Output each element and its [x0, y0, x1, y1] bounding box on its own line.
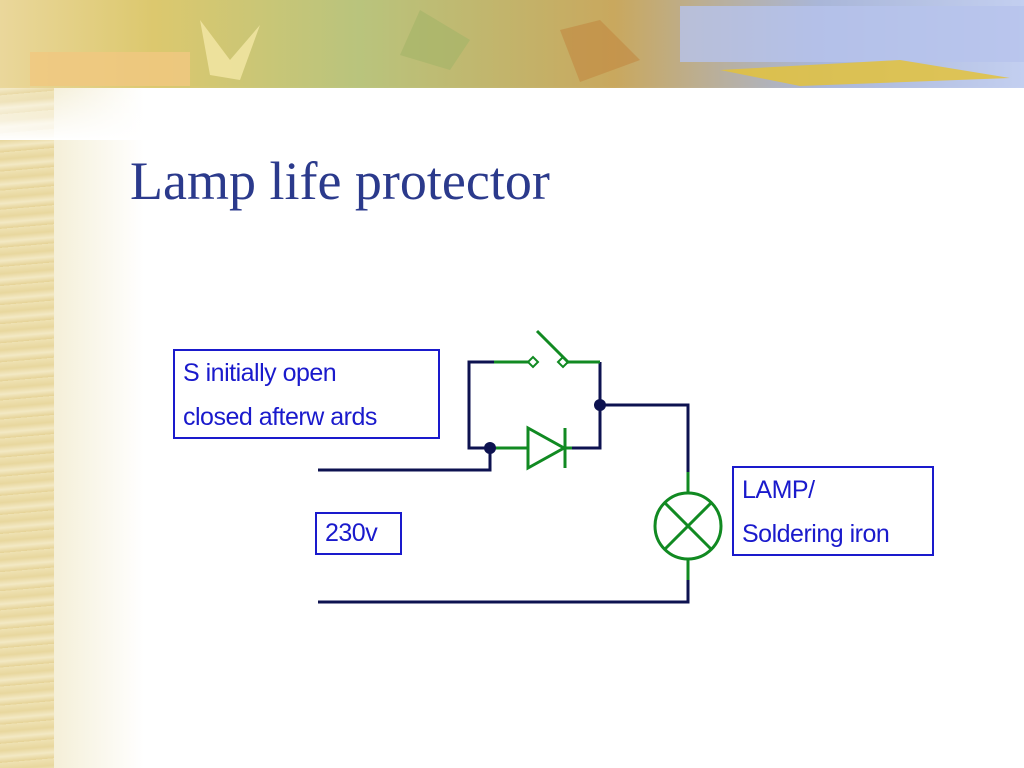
wire-top-input: [318, 448, 492, 472]
junction-right: [594, 399, 606, 411]
lamp-symbol: [653, 472, 723, 580]
wire-right-to-lamp: [600, 403, 690, 472]
voltage-label-box: 230v: [315, 512, 402, 555]
lamp-label-box: LAMP/ Soldering iron: [732, 466, 934, 556]
wire-bottom-return: [318, 580, 690, 604]
diode-symbol: [494, 425, 572, 471]
switch-note-line1: S initially open: [183, 359, 337, 387]
wire-parallel-right: [572, 362, 602, 450]
switch-symbol: [494, 329, 600, 369]
lamp-label-line1: LAMP/: [742, 476, 815, 504]
switch-note-box: S initially open closed afterw ards: [173, 349, 440, 439]
lamp-label-line2: Soldering iron: [742, 520, 890, 548]
switch-note-line2: closed afterw ards: [183, 403, 377, 431]
junction-left: [484, 442, 496, 454]
voltage-label: 230v: [325, 519, 378, 547]
decorative-top-banner: [0, 0, 1024, 140]
wire-parallel-left: [467, 360, 494, 450]
slide-title: Lamp life protector: [130, 151, 550, 211]
